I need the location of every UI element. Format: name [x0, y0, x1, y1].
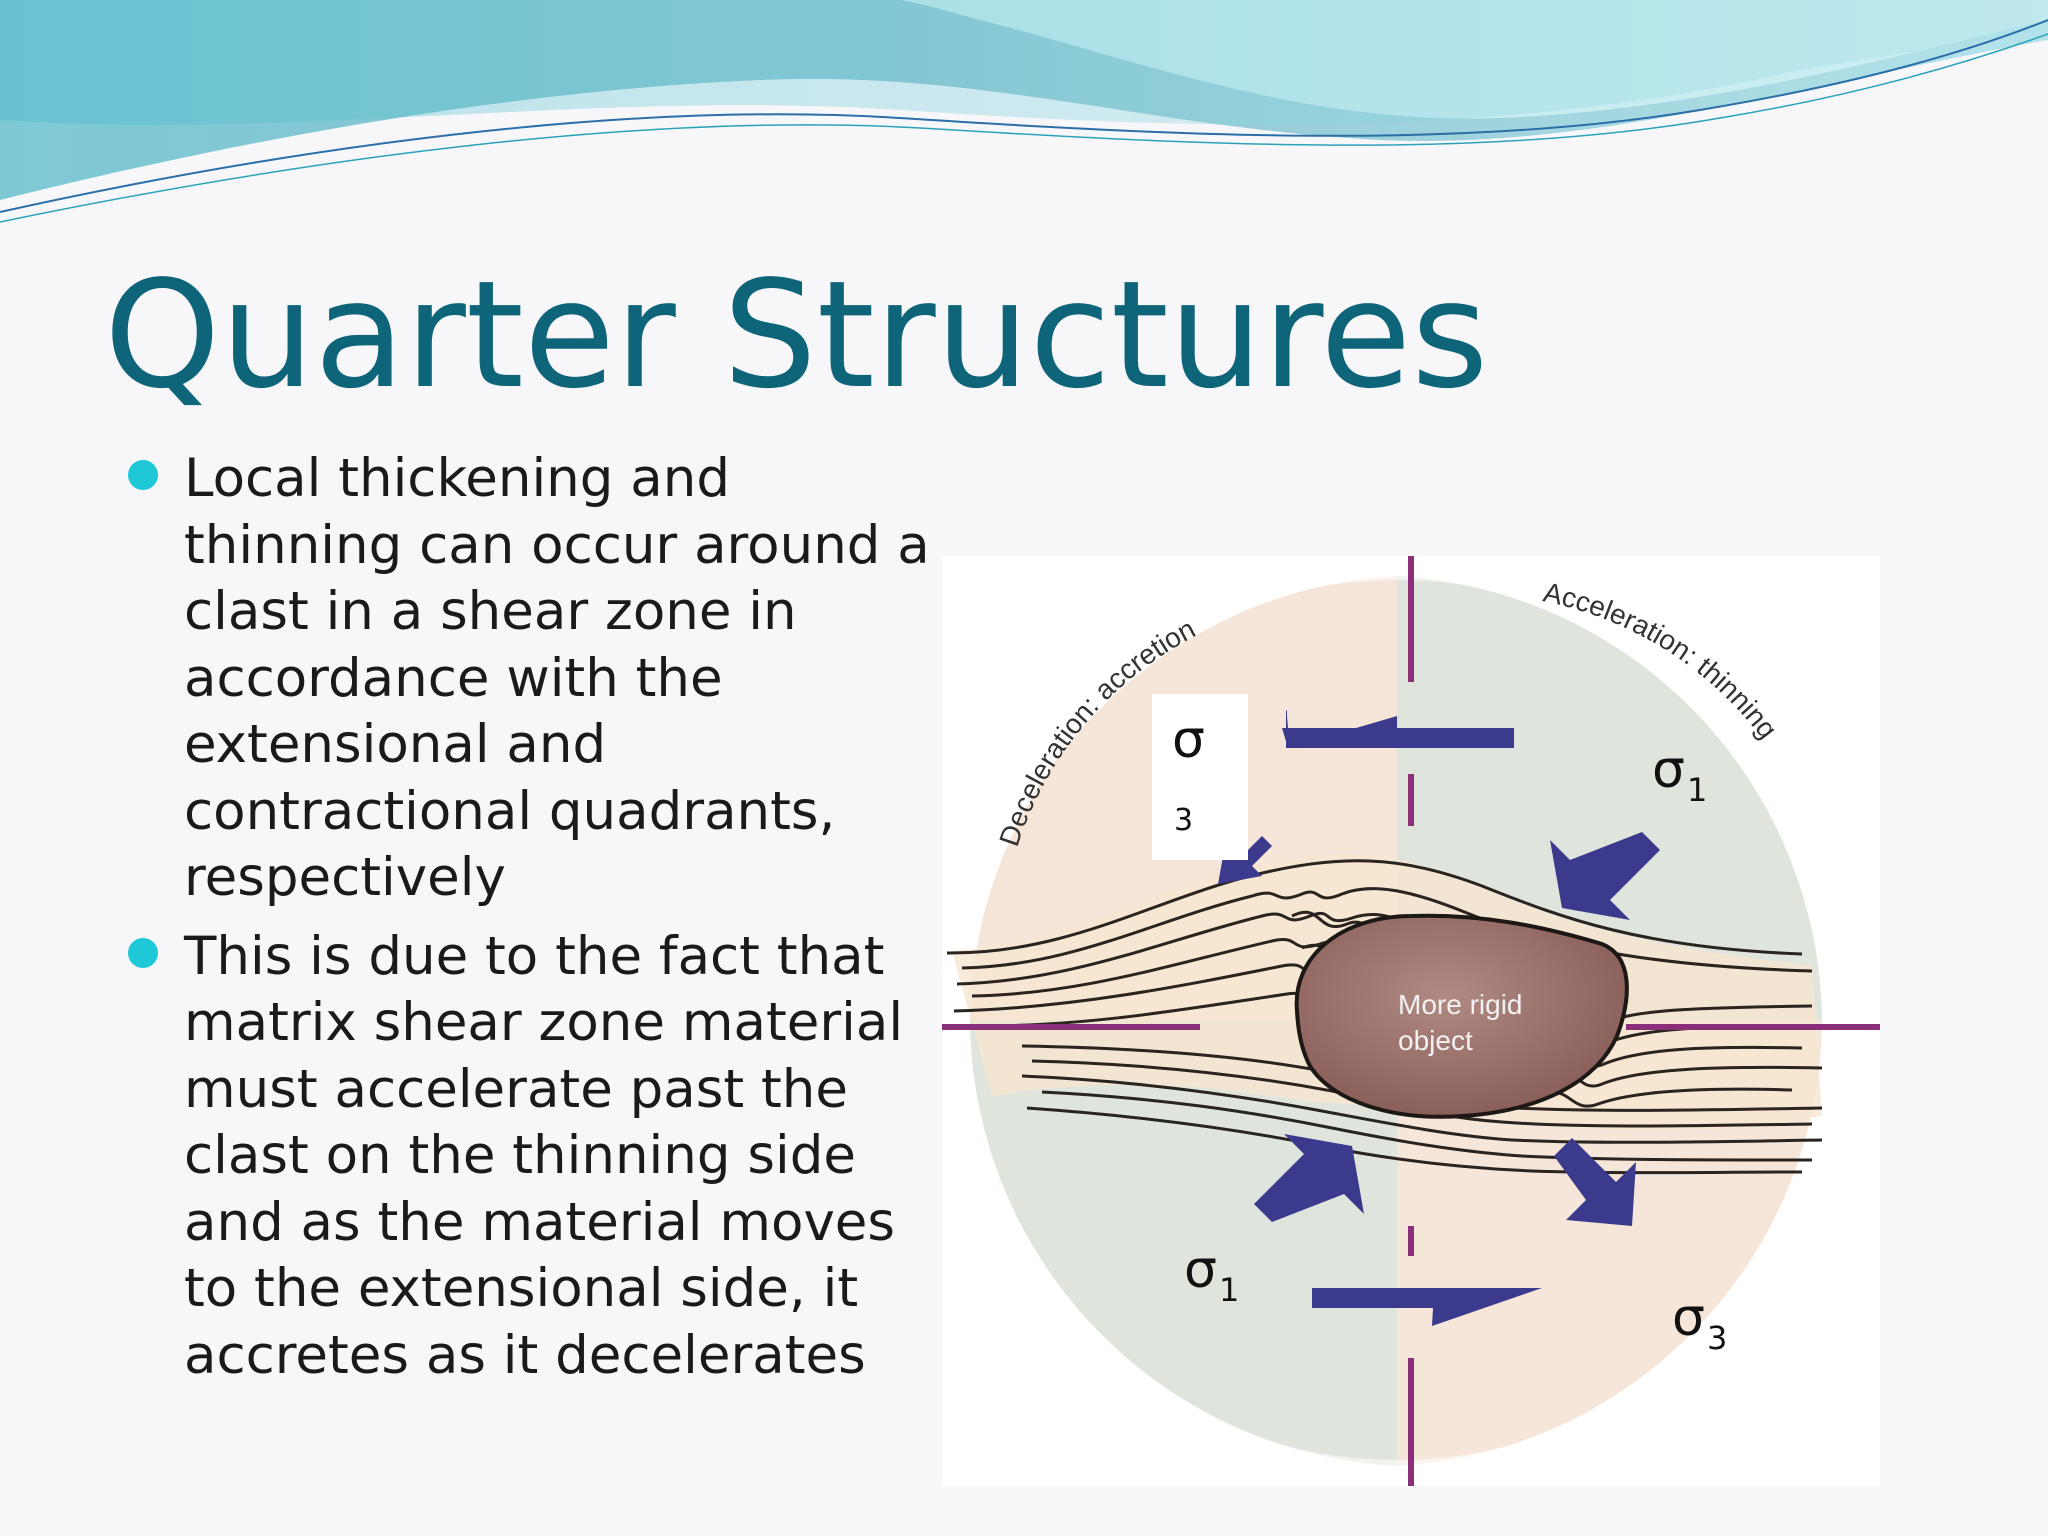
bullet-dot-icon: [128, 460, 158, 490]
object-label-line2: object: [1398, 1025, 1473, 1056]
sigma-subscript: 3: [1174, 803, 1194, 838]
shear-arrow-bottom: [1312, 1288, 1542, 1326]
sigma3-label-bottom-right: σ3: [1672, 1292, 1727, 1354]
sigma-subscript: 3: [1706, 1319, 1728, 1357]
quarter-structures-diagram: More rigid object: [942, 556, 1880, 1486]
bullet-dot-icon: [128, 937, 158, 968]
sigma-subscript: 1: [1686, 771, 1708, 809]
bullet-text: This is due to the fact that matrix shea…: [184, 925, 904, 1386]
sigma-symbol: σ: [1172, 710, 1205, 770]
accretion-quadrant-bottom-right: [1397, 1020, 1822, 1466]
object-label-line1: More rigid: [1398, 989, 1522, 1020]
bullet-item: Local thickening and thinning can occur …: [122, 446, 952, 912]
shear-arrow-top-head: [1288, 716, 1397, 748]
rigid-object: More rigid object: [1294, 913, 1629, 1119]
thinning-quadrant-bottom-left: [970, 1020, 1397, 1466]
sigma-symbol: σ: [1652, 740, 1685, 800]
sigma1-arrow-top-right: [1550, 832, 1660, 920]
header-wave-decoration: [0, 0, 2048, 223]
sigma-symbol: σ: [1672, 1288, 1705, 1348]
sigma1-label-top-right: σ1: [1652, 744, 1707, 806]
bullet-list: Local thickening and thinning can occur …: [122, 446, 952, 1401]
slide-title: Quarter Structures: [104, 249, 1489, 421]
bullet-text: Local thickening and thinning can occur …: [184, 448, 930, 908]
bullet-item: This is due to the fact that matrix shea…: [122, 924, 952, 1390]
sigma-symbol: σ: [1184, 1240, 1217, 1300]
quadrant-axis-lines: [942, 556, 1880, 1486]
sigma3-arrow-bottom-right: [1554, 1138, 1636, 1226]
sigma1-label-bottom-left: σ1: [1184, 1244, 1239, 1306]
sigma3-label-top-left: σ 3: [1152, 694, 1248, 860]
sigma-subscript: 1: [1218, 1271, 1240, 1309]
sigma1-arrow-bottom-left: [1254, 1134, 1364, 1222]
